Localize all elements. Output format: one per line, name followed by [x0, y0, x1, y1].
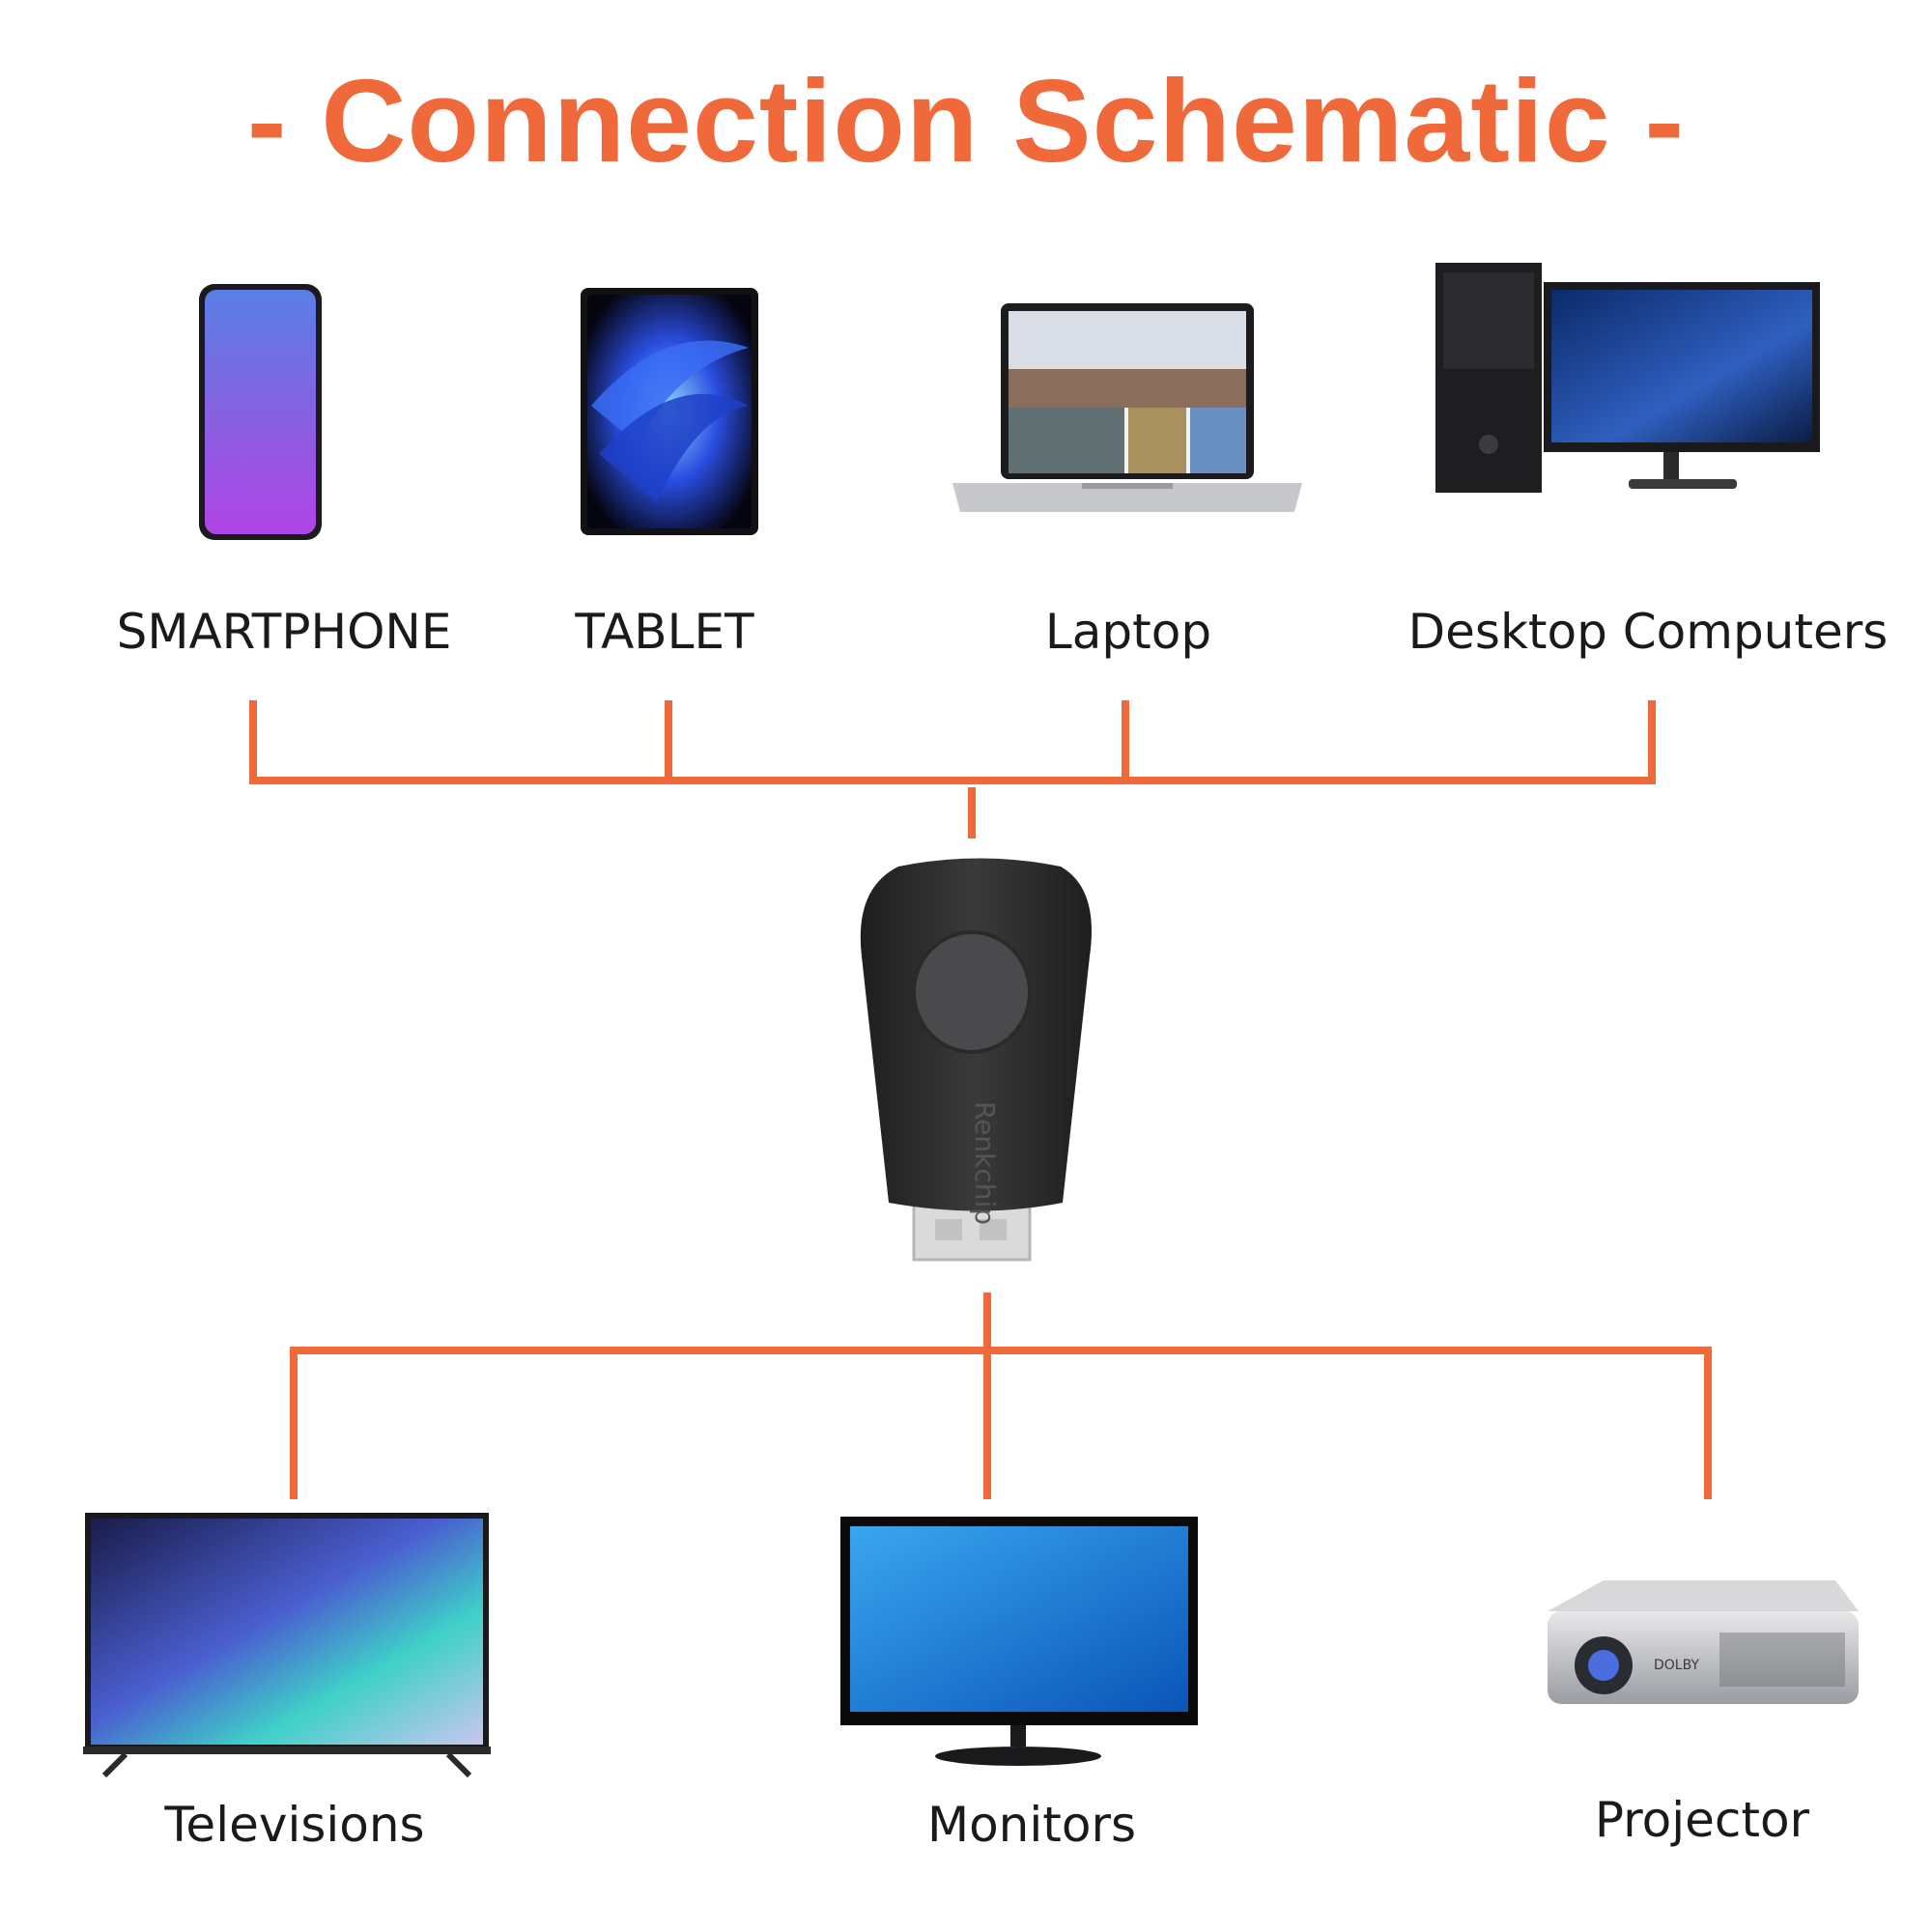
television-icon	[83, 1513, 491, 1778]
label-smartphone: SMARTPHONE	[116, 604, 452, 660]
desktop-computer-icon	[1435, 263, 1820, 493]
laptop-icon	[952, 303, 1302, 512]
label-tablet: TABLET	[575, 604, 754, 660]
adapter-brand: Renkchip	[969, 1101, 1001, 1225]
smartphone-icon	[199, 284, 322, 540]
source-bus-lines	[249, 700, 1656, 838]
label-desktop-computers: Desktop Computers	[1407, 604, 1889, 660]
projector-badge: DOLBY	[1654, 1658, 1699, 1673]
hdmi-adapter-icon	[860, 858, 1092, 1262]
output-bus-lines	[290, 1293, 1712, 1499]
label-monitors: Monitors	[926, 1797, 1137, 1853]
projector-icon	[1548, 1580, 1859, 1704]
label-televisions: Televisions	[164, 1797, 425, 1853]
page-title: - Connection Schematic -	[246, 55, 1686, 186]
label-projector: Projector	[1594, 1792, 1810, 1848]
monitor-icon	[840, 1517, 1198, 1766]
tablet-icon	[581, 288, 758, 535]
label-laptop: Laptop	[1044, 604, 1212, 660]
